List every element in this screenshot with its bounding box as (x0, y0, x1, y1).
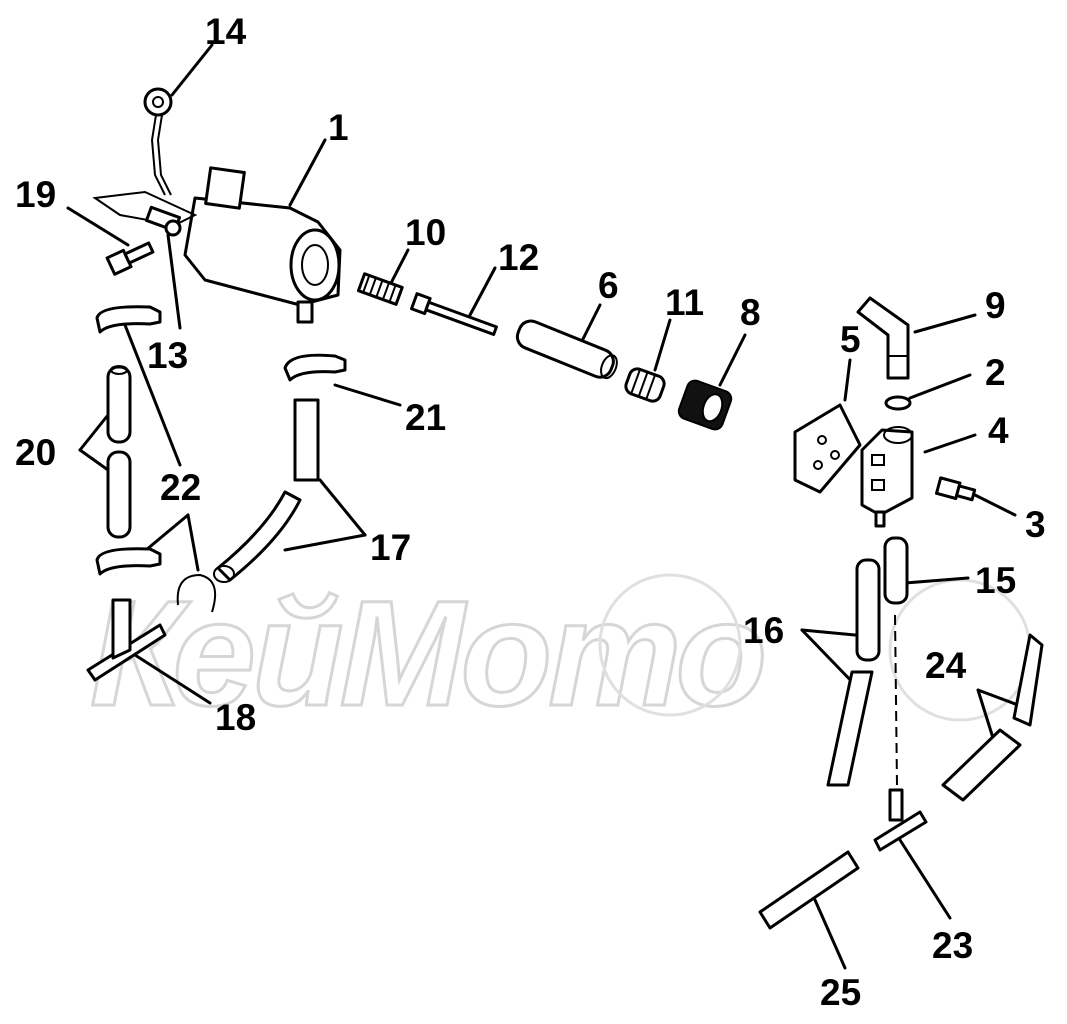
callout-10: 10 (405, 212, 446, 253)
part-8-nut (677, 379, 733, 431)
callout-5: 5 (840, 319, 861, 360)
part-23-tee (873, 788, 928, 852)
watermark-text: КейМото (90, 569, 763, 737)
callout-8: 8 (740, 292, 761, 333)
callout-24: 24 (925, 645, 967, 686)
callout-13: 13 (147, 335, 188, 376)
part-1-solenoid (92, 166, 342, 324)
part-25-hose (758, 850, 860, 930)
callout-16: 16 (743, 610, 784, 651)
part-20-hoses (106, 365, 132, 539)
part-22-clamp-c (176, 573, 216, 613)
part-4-valve-body (860, 426, 914, 528)
part-6-sleeve (515, 319, 618, 380)
part-11-spring (624, 367, 666, 403)
part-22-clamp-a (95, 305, 162, 334)
part-21-clamp (283, 353, 347, 382)
callout-15: 15 (975, 560, 1016, 601)
part-24-hoses (941, 633, 1044, 802)
part-14-terminal (143, 87, 173, 196)
callout-labels: 14 1 19 10 12 6 11 8 9 13 5 2 21 4 20 22… (15, 11, 1046, 1013)
part-2-o-ring (884, 395, 912, 411)
callout-1: 1 (328, 107, 349, 148)
callout-11: 11 (665, 282, 704, 323)
callout-3: 3 (1025, 504, 1046, 545)
part-15-hose (883, 536, 909, 605)
callout-17: 17 (370, 527, 411, 568)
part-18-tee (86, 598, 167, 682)
part-22-clamp-b (95, 547, 162, 576)
callout-18: 18 (215, 697, 256, 738)
part-16-hoses (826, 558, 881, 787)
callout-19: 19 (15, 174, 56, 215)
callout-9: 9 (985, 285, 1006, 326)
part-17-hose (213, 398, 320, 583)
part-10-spring (356, 272, 404, 306)
callout-25: 25 (820, 972, 861, 1013)
callout-2: 2 (985, 352, 1006, 393)
part-3-screw (935, 476, 977, 502)
callout-14: 14 (205, 11, 247, 52)
callout-22: 22 (160, 467, 201, 508)
part-9-elbow (856, 296, 910, 380)
part-12-plunger (410, 292, 498, 336)
callout-4: 4 (988, 410, 1009, 451)
callout-23: 23 (932, 925, 973, 966)
part-19-screw (105, 241, 155, 276)
callout-6: 6 (598, 265, 619, 306)
callout-12: 12 (498, 237, 539, 278)
callout-20: 20 (15, 432, 56, 473)
parts (86, 87, 1044, 930)
part-5-gasket (793, 403, 862, 494)
callout-21: 21 (405, 397, 446, 438)
